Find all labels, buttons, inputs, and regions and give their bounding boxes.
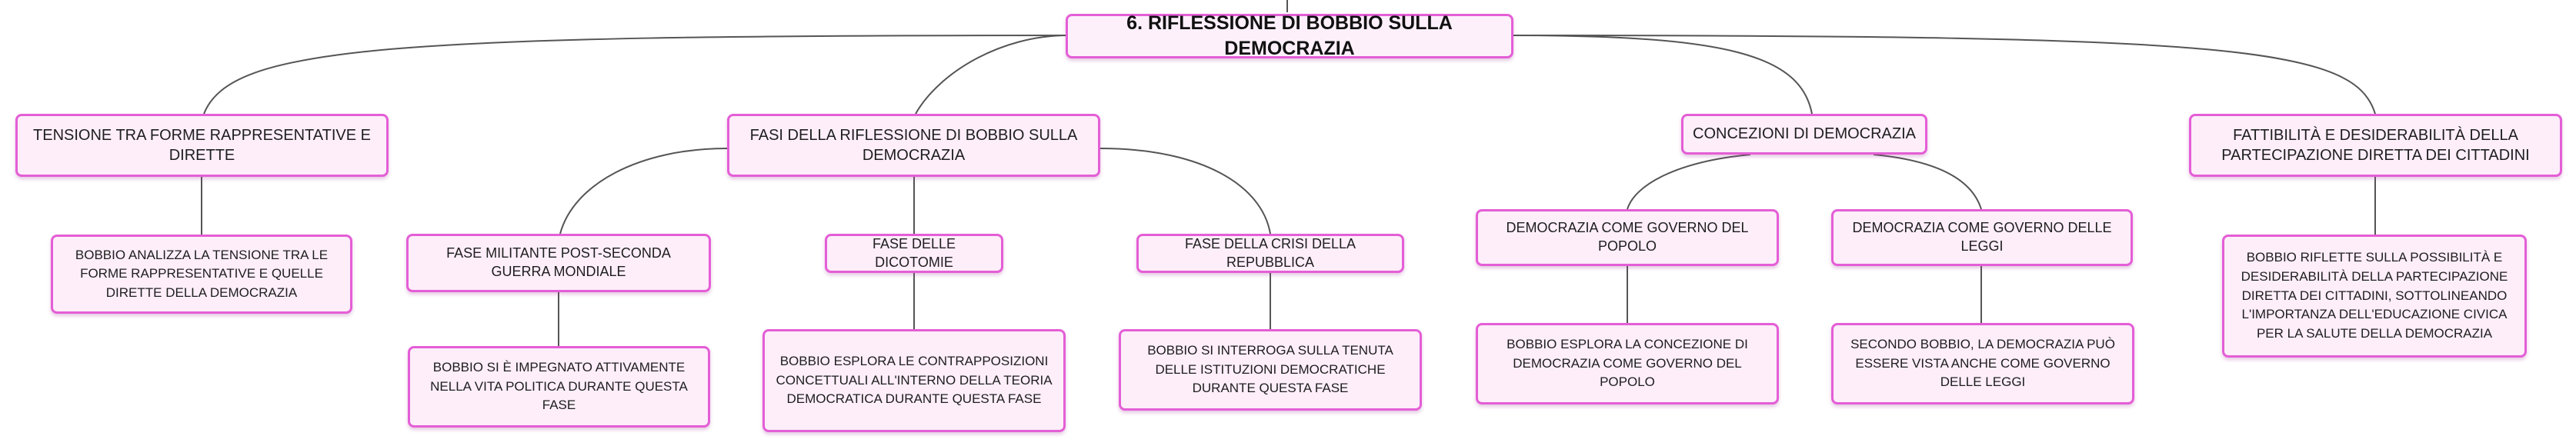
detail-label: BOBBIO ANALIZZA LA TENSIONE TRA LE FORME… xyxy=(75,247,329,300)
subbranch-fase-militante[interactable]: FASE MILITANTE POST-SECONDA GUERRA MONDI… xyxy=(406,234,711,292)
connector-root-branch-3 xyxy=(1510,35,1813,115)
subbranch-fase-crisi[interactable]: FASE DELLA CRISI DELLA REPUBBLICA xyxy=(1136,234,1404,273)
detail-label: BOBBIO SI È IMPEGNATO ATTIVAMENTE NELLA … xyxy=(430,360,688,413)
detail-label: BOBBIO RIFLETTE SULLA POSSIBILITÀ E DESI… xyxy=(2241,250,2508,341)
subbranch-label: DEMOCRAZIA COME GOVERNO DEL POPOLO xyxy=(1506,220,1749,254)
subbranch-fase-dicotomie[interactable]: FASE DELLE DICOTOMIE xyxy=(825,234,1003,273)
connector-branch-3-child-1 xyxy=(1627,154,1751,210)
subbranch-label: FASE DELLA CRISI DELLA REPUBBLICA xyxy=(1184,235,1356,270)
detail-label: BOBBIO SI INTERROGA SULLA TENUTA DELLE I… xyxy=(1147,343,1393,396)
root-label: 6. RIFLESSIONE DI BOBBIO SULLA DEMOCRAZI… xyxy=(1126,12,1453,59)
subbranch-label: DEMOCRAZIA COME GOVERNO DELLE LEGGI xyxy=(1852,220,2112,254)
connector-branch-3-child-2 xyxy=(1873,154,1982,210)
branch-fattibilita-partecipazione[interactable]: FATTIBILITÀ E DESIDERABILITÀ DELLA PARTE… xyxy=(2189,114,2562,177)
branch-label: FASI DELLA RIFLESSIONE DI BOBBIO SULLA D… xyxy=(749,126,1078,164)
subbranch-governo-leggi[interactable]: DEMOCRAZIA COME GOVERNO DELLE LEGGI xyxy=(1831,209,2133,266)
connector-root-branch-1 xyxy=(203,35,1069,115)
subbranch-label: FASE DELLE DICOTOMIE xyxy=(872,235,956,270)
root-node[interactable]: 6. RIFLESSIONE DI BOBBIO SULLA DEMOCRAZI… xyxy=(1066,12,1513,59)
branch-tensione-forme[interactable]: TENSIONE TRA FORME RAPPRESENTATIVE E DIR… xyxy=(15,114,389,177)
branch-label: TENSIONE TRA FORME RAPPRESENTATIVE E DIR… xyxy=(33,126,371,164)
detail-governo-leggi[interactable]: SECONDO BOBBIO, LA DEMOCRAZIA PUÒ ESSERE… xyxy=(1831,323,2134,404)
detail-label: BOBBIO ESPLORA LA CONCEZIONE DI DEMOCRAZ… xyxy=(1507,337,1748,390)
connector-root-branch-2 xyxy=(915,35,1069,115)
subbranch-label: FASE MILITANTE POST-SECONDA GUERRA MONDI… xyxy=(446,245,671,279)
detail-fase-dicotomie[interactable]: BOBBIO ESPLORA LE CONTRAPPOSIZIONI CONCE… xyxy=(762,329,1066,432)
detail-fase-crisi[interactable]: BOBBIO SI INTERROGA SULLA TENUTA DELLE I… xyxy=(1119,329,1422,411)
subbranch-governo-popolo[interactable]: DEMOCRAZIA COME GOVERNO DEL POPOLO xyxy=(1476,209,1779,266)
connector-root-branch-4 xyxy=(1510,35,2376,115)
connector-branch-2-child-1 xyxy=(559,148,728,235)
detail-fase-militante[interactable]: BOBBIO SI È IMPEGNATO ATTIVAMENTE NELLA … xyxy=(408,346,710,428)
detail-tensione-forme[interactable]: BOBBIO ANALIZZA LA TENSIONE TRA LE FORME… xyxy=(51,235,352,314)
detail-fattibilita-partecipazione[interactable]: BOBBIO RIFLETTE SULLA POSSIBILITÀ E DESI… xyxy=(2222,235,2527,358)
detail-label: SECONDO BOBBIO, LA DEMOCRAZIA PUÒ ESSERE… xyxy=(1850,337,2115,390)
branch-label: CONCEZIONI DI DEMOCRAZIA xyxy=(1693,125,1917,143)
detail-label: BOBBIO ESPLORA LE CONTRAPPOSIZIONI CONCE… xyxy=(776,354,1053,407)
branch-concezioni-democrazia[interactable]: CONCEZIONI DI DEMOCRAZIA xyxy=(1681,114,1927,155)
branch-label: FATTIBILITÀ E DESIDERABILITÀ DELLA PARTE… xyxy=(2221,126,2530,164)
connector-branch-2-child-3 xyxy=(1099,148,1271,235)
detail-governo-popolo[interactable]: BOBBIO ESPLORA LA CONCEZIONE DI DEMOCRAZ… xyxy=(1476,323,1779,404)
branch-fasi-riflessione[interactable]: FASI DELLA RIFLESSIONE DI BOBBIO SULLA D… xyxy=(727,114,1100,177)
